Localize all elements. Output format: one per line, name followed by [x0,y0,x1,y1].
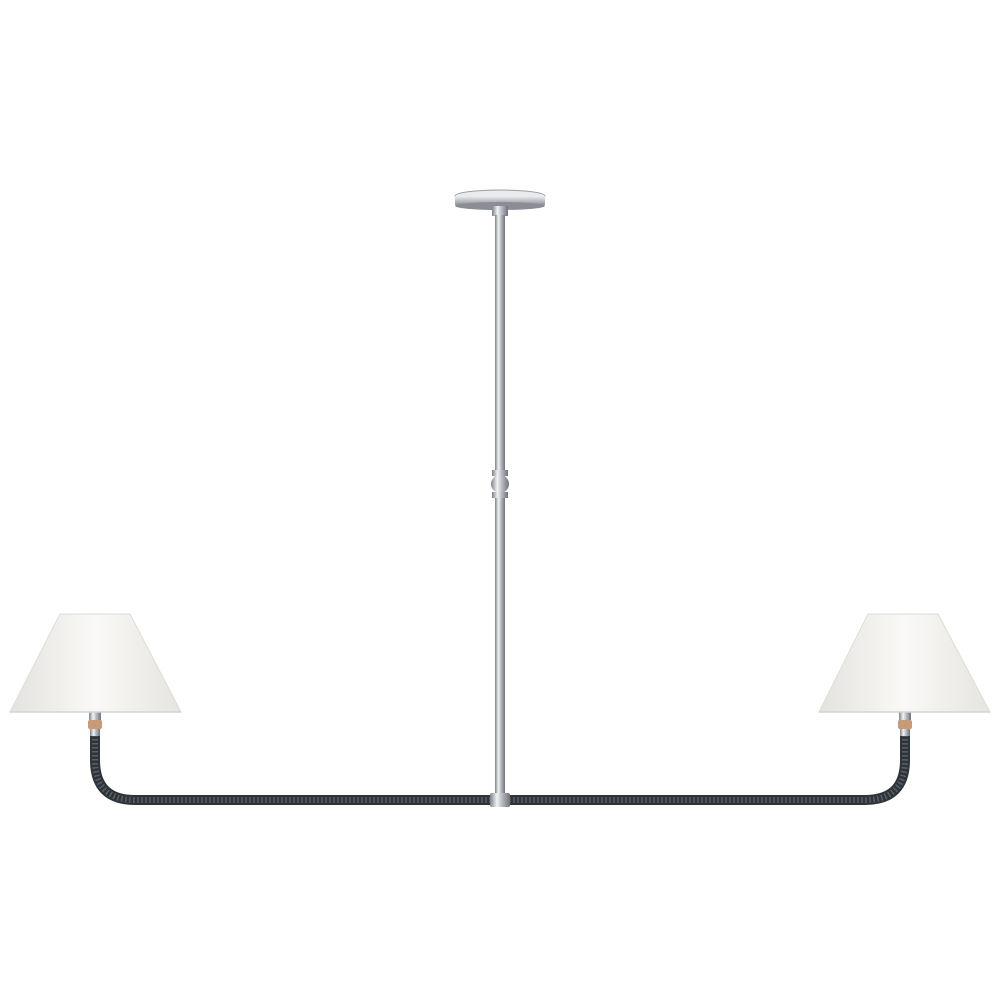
canopy [454,189,546,216]
right-socket [898,712,912,736]
left-shade [9,613,182,713]
center-connector [490,793,510,807]
right-shade [818,613,991,713]
left-socket [88,712,102,736]
stem [491,215,509,794]
